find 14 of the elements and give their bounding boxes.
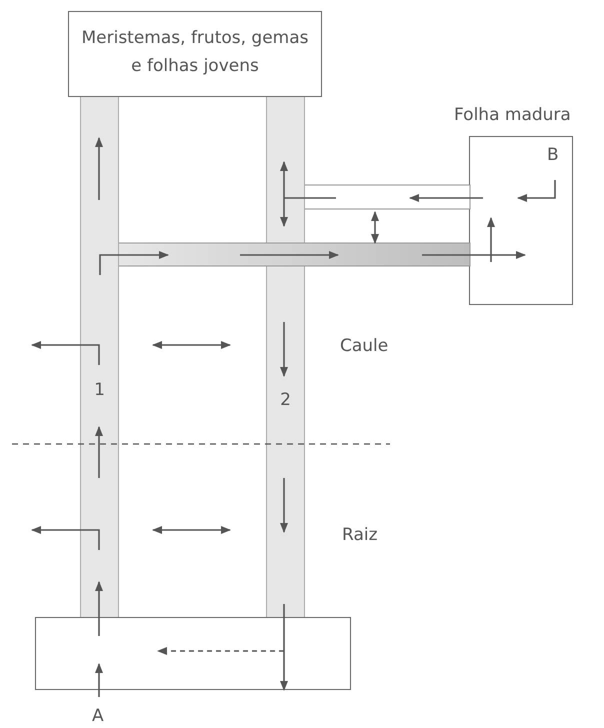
vessel-number: 1 xyxy=(93,379,106,401)
arrow xyxy=(280,604,288,691)
arrow xyxy=(95,581,103,636)
organ-label: Folha madura xyxy=(454,104,571,126)
point-label: B xyxy=(547,144,559,166)
region-label: Caule xyxy=(340,335,388,357)
vessel-number: 2 xyxy=(279,389,292,411)
vessel-band xyxy=(80,97,119,617)
organ-box xyxy=(68,11,322,97)
point-label: A xyxy=(92,705,104,727)
region-label: Raiz xyxy=(342,524,378,546)
organ-label: Meristemas, frutos, gemas e folhas jovens xyxy=(80,27,310,78)
vessel-band xyxy=(266,97,305,617)
root-zone-box xyxy=(35,617,351,690)
